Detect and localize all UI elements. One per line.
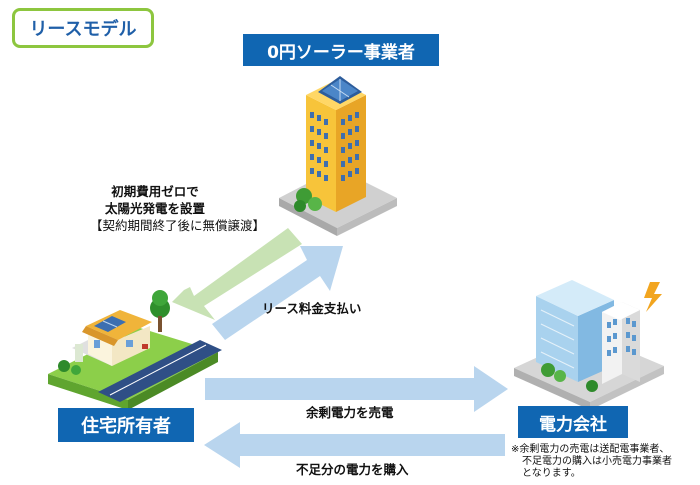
house-illustration (48, 290, 222, 410)
model-tag-label: リースモデル (29, 19, 137, 40)
sell-power-label: 余剰電力を売電 (306, 405, 394, 420)
footnote-line-3: となります。 (522, 468, 581, 479)
utility-label: 電力会社 (518, 406, 628, 438)
solar-company-building-illustration (279, 76, 397, 236)
install-line-1: 初期費用ゼロで (111, 184, 199, 199)
utility-building-illustration (514, 280, 664, 410)
install-line-3: 【契約期間終了後に無償譲渡】 (90, 218, 266, 233)
home-owner-name: 住宅所有者 (81, 416, 171, 437)
install-line-2: 太陽光発電を設置 (104, 201, 205, 216)
arrow-buy (204, 422, 505, 468)
footnote-line-1: ※余剰電力の売電は送配電事業者、 (511, 444, 670, 455)
utility-name: 電力会社 (539, 414, 607, 435)
lease-payment-label: リース料金支払い (262, 301, 362, 316)
solar-company-label: 0円ソーラー事業者 (243, 34, 439, 66)
home-owner-label: 住宅所有者 (58, 408, 194, 442)
arrow-install (172, 228, 302, 320)
arrow-sell (205, 366, 508, 412)
footnote-line-2: 不足電力の購入は小売電力事業者 (522, 456, 672, 467)
buy-power-label: 不足分の電力を購入 (296, 462, 409, 477)
arrow-lease (212, 246, 343, 340)
install-description: 初期費用ゼロで 太陽光発電を設置 【契約期間終了後に無償譲渡】 (90, 183, 266, 234)
solar-company-name: 0円ソーラー事業者 (267, 42, 415, 63)
footnote: ※余剰電力の売電は送配電事業者、 不足電力の購入は小売電力事業者 となります。 (511, 444, 672, 480)
model-tag: リースモデル (12, 8, 154, 48)
